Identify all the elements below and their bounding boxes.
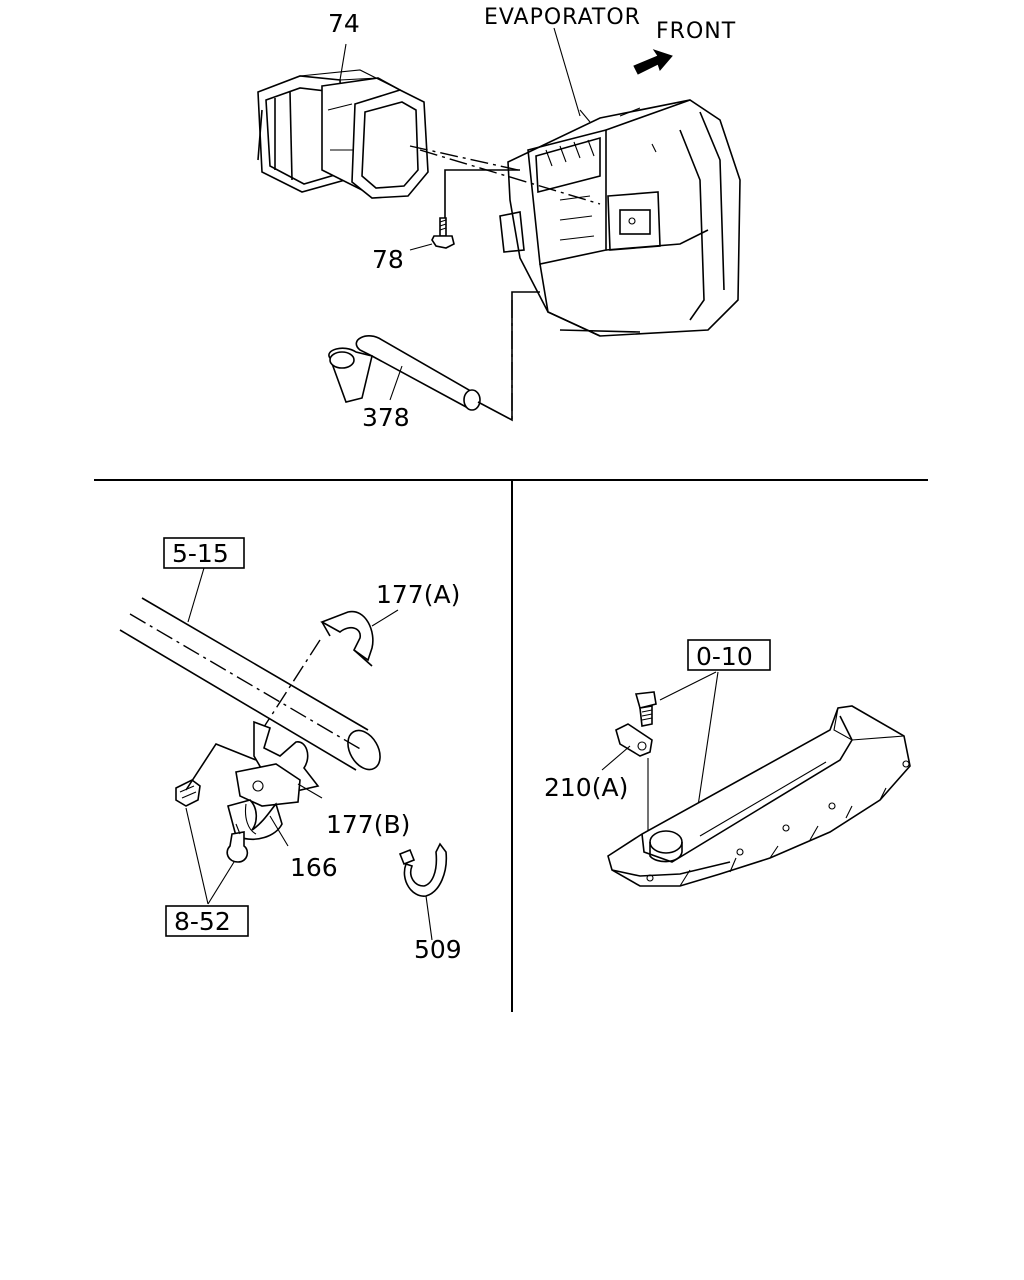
ref-box-5-15: 5-15 (163, 537, 245, 623)
label-8-52: 8-52 (174, 907, 231, 936)
drain-hose-378 (328, 335, 481, 411)
label-front: FRONT (656, 19, 736, 44)
label-509: 509 (414, 935, 462, 964)
air-duct-74 (257, 69, 429, 199)
label-78: 78 (372, 245, 404, 274)
screw-78 (409, 217, 455, 251)
label-177b: 177(B) (326, 810, 410, 839)
clip-8-52 (175, 743, 257, 863)
evaporator-section: 74 EVAPORATOR FRONT 78 378 (257, 5, 741, 432)
label-5-15: 5-15 (172, 539, 229, 568)
front-arrow-icon (633, 49, 673, 75)
label-210a: 210(A) (544, 773, 628, 802)
cover-section: 0-10 (544, 639, 911, 887)
label-evaporator: EVAPORATOR (484, 5, 641, 30)
label-74: 74 (328, 9, 360, 38)
label-378: 378 (362, 403, 410, 432)
pipe (119, 597, 381, 771)
ref-box-8-52: 8-52 (165, 807, 249, 937)
clamp-section: 5-15 (119, 537, 462, 964)
clamp-177a (261, 609, 399, 731)
bolt (634, 691, 657, 727)
ref-box-0-10: 0-10 (659, 639, 771, 807)
engine-cover (607, 705, 911, 887)
label-177a: 177(A) (376, 580, 460, 609)
label-0-10: 0-10 (696, 642, 753, 671)
label-166: 166 (290, 853, 338, 882)
clamp-177b (235, 720, 323, 807)
clip-166 (227, 799, 289, 847)
cable-tie-509 (398, 842, 448, 941)
evaporator-housing (499, 99, 741, 337)
